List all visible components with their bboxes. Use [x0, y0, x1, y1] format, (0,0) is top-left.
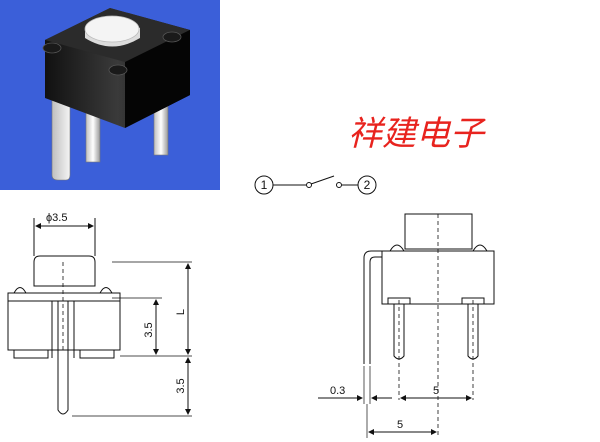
front-body	[7, 301, 121, 351]
pitch-label: 5	[433, 385, 439, 397]
side-pin-shoulder-left	[387, 297, 411, 304]
width-label: 5	[397, 419, 403, 431]
side-bent-lead	[363, 250, 382, 364]
switch-schematic: 1 2	[254, 175, 377, 195]
node-2-label: 2	[364, 178, 371, 192]
side-view-drawing	[318, 213, 495, 438]
front-bump-left	[13, 287, 27, 294]
front-body-top	[7, 292, 121, 302]
left-lead	[51, 84, 96, 181]
corner-bump	[108, 64, 128, 76]
node-1-label: 1	[261, 178, 268, 192]
height-label: 3.5	[143, 322, 155, 337]
node-2-circle	[357, 175, 377, 195]
switch-lever	[310, 175, 335, 185]
diameter-label: ϕ3.5	[46, 212, 67, 224]
contact-left	[306, 182, 312, 188]
corner-bump	[42, 42, 62, 54]
length-label: L	[175, 309, 187, 315]
front-actuator	[33, 255, 96, 287]
offset-label: 0.3	[330, 385, 345, 397]
front-pin	[57, 301, 69, 415]
side-bump-right	[472, 244, 488, 252]
corner-bump	[162, 31, 182, 43]
contact-right	[336, 182, 342, 188]
side-actuator	[404, 213, 473, 250]
actuator-top	[84, 15, 140, 43]
front-bump-right	[99, 287, 113, 294]
side-bump-left	[389, 244, 405, 252]
side-pin-shoulder-right	[461, 297, 485, 304]
switch-photo	[0, 0, 220, 190]
front-pin-channel	[51, 301, 75, 358]
front-view-drawing	[7, 218, 192, 417]
pin-length-label: 3.5	[175, 378, 187, 393]
front-base-feet	[13, 350, 115, 359]
body-side-face	[125, 30, 190, 128]
brand-text: 祥建电子	[348, 114, 486, 154]
